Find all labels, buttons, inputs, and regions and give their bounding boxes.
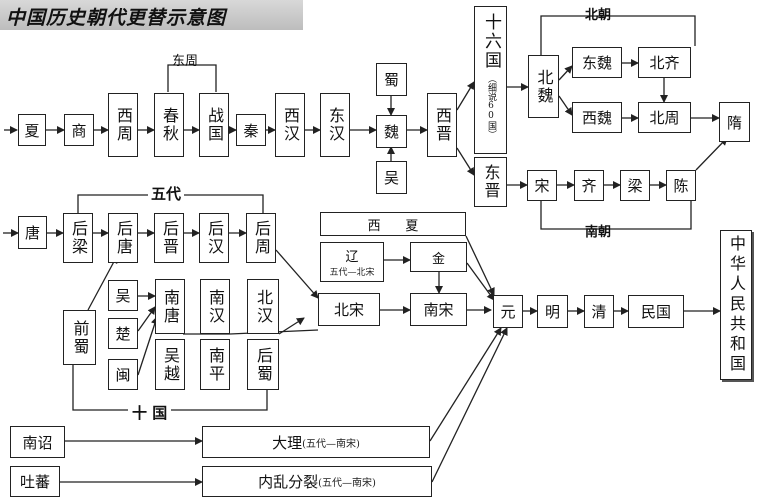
box-shiliuguo: 十六国 （细说60国）: [474, 6, 507, 154]
box-nanhan: 南汉: [200, 279, 230, 334]
box-beihan: 北汉: [247, 279, 279, 334]
box-ming: 明: [537, 295, 568, 328]
label-shiguo: 十 国: [128, 402, 172, 423]
box-liao: 辽 五代—北宋: [320, 242, 384, 282]
page-title: 中国历史朝代更替示意图: [6, 7, 227, 29]
box-xixia: 西 夏: [320, 212, 466, 236]
box-xizhou: 西周: [108, 93, 138, 157]
title-band: [0, 0, 303, 30]
box-liang: 梁: [620, 170, 650, 201]
box-song: 宋: [527, 170, 557, 201]
box-houhan: 后汉: [199, 213, 229, 263]
box-jin: 金: [410, 242, 467, 272]
box-donghan: 东汉: [320, 93, 350, 157]
box-minguo: 民国: [628, 295, 684, 328]
box-chen: 陈: [666, 170, 696, 201]
box-zhanguo: 战国: [199, 93, 229, 157]
box-wuyue: 吴越: [155, 339, 185, 390]
box-min: 闽: [108, 359, 138, 390]
box-tubo: 吐蕃: [10, 466, 60, 497]
box-xijin: 西晋: [427, 93, 457, 157]
box-qin: 秦: [236, 114, 266, 146]
box-tang: 唐: [18, 216, 47, 249]
box-wei: 魏: [376, 115, 407, 148]
box-nansong: 南宋: [410, 293, 467, 326]
box-yuan: 元: [493, 295, 523, 328]
box-wu2: 吴: [108, 280, 138, 311]
box-nantang: 南唐: [155, 279, 185, 334]
box-nanping: 南平: [200, 339, 230, 390]
box-houzhou: 后周: [246, 213, 276, 263]
box-beisong: 北宋: [318, 293, 380, 326]
box-beiwei: 北魏: [528, 55, 559, 118]
box-dali: 大理(五代—南宋): [202, 426, 430, 458]
box-houtang: 后唐: [108, 213, 138, 263]
box-wu: 吴: [376, 161, 407, 194]
label-dongzhou: 东周: [172, 54, 199, 69]
box-chunqiu: 春秋: [154, 93, 184, 157]
box-shang: 商: [64, 114, 94, 146]
box-houshu: 后蜀: [247, 339, 279, 390]
box-dongjin: 东晋: [474, 157, 507, 207]
label-wudai: 五代: [148, 183, 185, 204]
box-beiqi: 北齐: [638, 47, 691, 78]
box-prc: 中华人民共和国: [720, 230, 752, 380]
box-dongwei: 东魏: [572, 47, 622, 78]
box-qi: 齐: [574, 170, 604, 201]
box-xia: 夏: [18, 114, 46, 146]
box-sui: 隋: [719, 102, 750, 142]
box-qianshu: 前蜀: [63, 310, 96, 365]
box-shu: 蜀: [376, 63, 407, 96]
box-xiwei: 西魏: [572, 102, 622, 133]
label-beichao: 北朝: [585, 8, 612, 23]
box-houjin: 后晋: [154, 213, 184, 263]
box-xihan: 西汉: [275, 93, 305, 157]
box-nanzhao: 南诏: [10, 426, 65, 458]
box-houliang: 后梁: [63, 213, 93, 263]
box-chu: 楚: [108, 318, 138, 349]
box-beizhou: 北周: [638, 102, 691, 133]
box-neiluan: 内乱分裂(五代—南宋): [202, 466, 432, 497]
label-nanchao: 南朝: [585, 225, 612, 240]
box-qing: 清: [584, 295, 614, 328]
